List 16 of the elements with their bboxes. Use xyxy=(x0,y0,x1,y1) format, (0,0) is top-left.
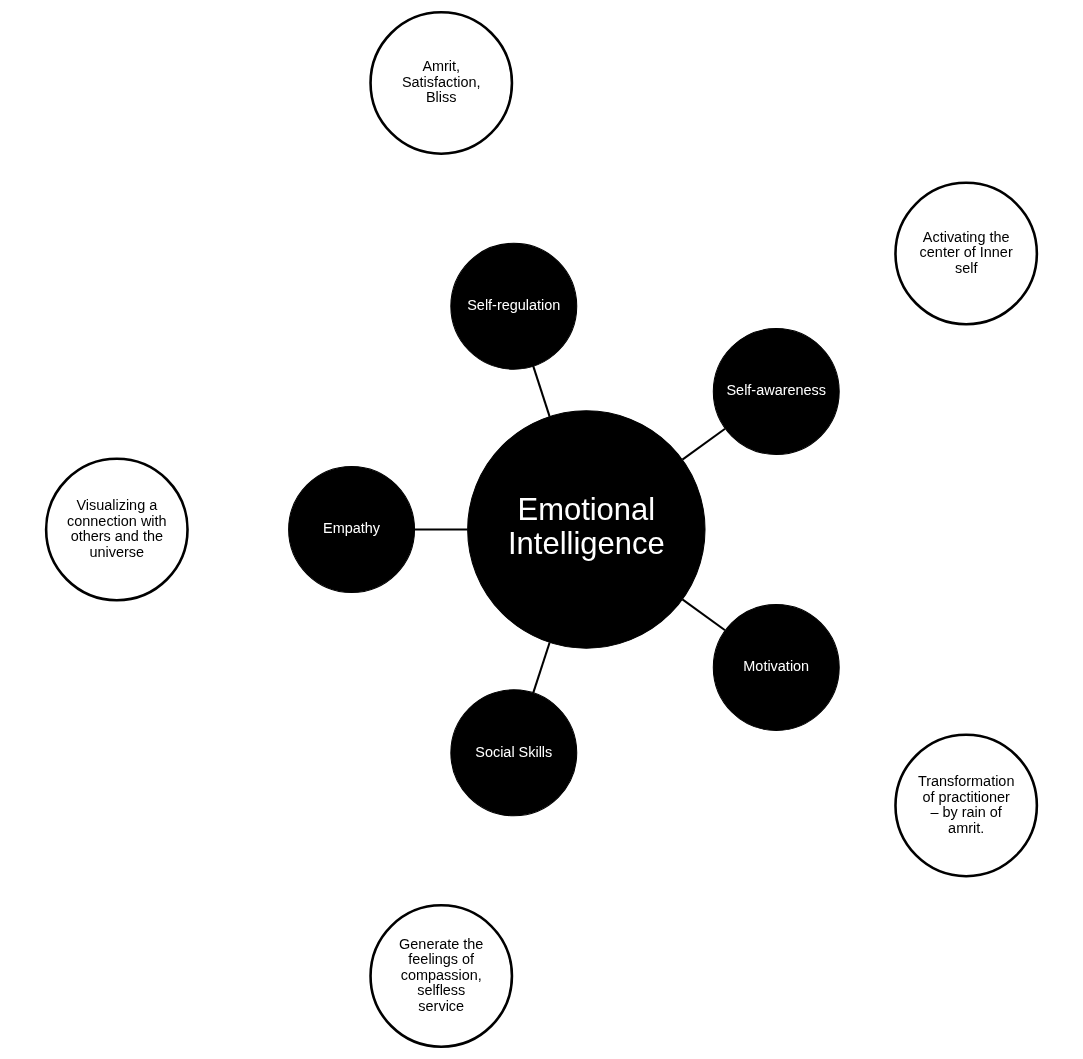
node-circle: Empathy xyxy=(288,466,416,593)
node-circle: Emotional Intelligence xyxy=(467,410,706,649)
node-circle: Self-regulation xyxy=(450,242,578,370)
connector xyxy=(532,365,551,417)
node-circle: Social Skills xyxy=(450,689,578,817)
connector xyxy=(532,642,551,694)
connector xyxy=(414,528,468,531)
connector xyxy=(681,427,726,461)
node-circle: Visualizing a connection with others and the universe xyxy=(44,457,189,602)
node-circle: Generate the feelings of compassion, selfless service xyxy=(369,904,514,1048)
node-circle: Motivation xyxy=(712,604,840,731)
node-circle: Amrit, Satisfaction, Bliss xyxy=(369,11,514,155)
node-circle: Activating the center of Inner self xyxy=(894,181,1039,326)
connector xyxy=(681,598,726,632)
node-circle: Self-awareness xyxy=(712,328,840,455)
node-circle: Transformation of practitioner – by rain of amrit. xyxy=(894,733,1039,878)
